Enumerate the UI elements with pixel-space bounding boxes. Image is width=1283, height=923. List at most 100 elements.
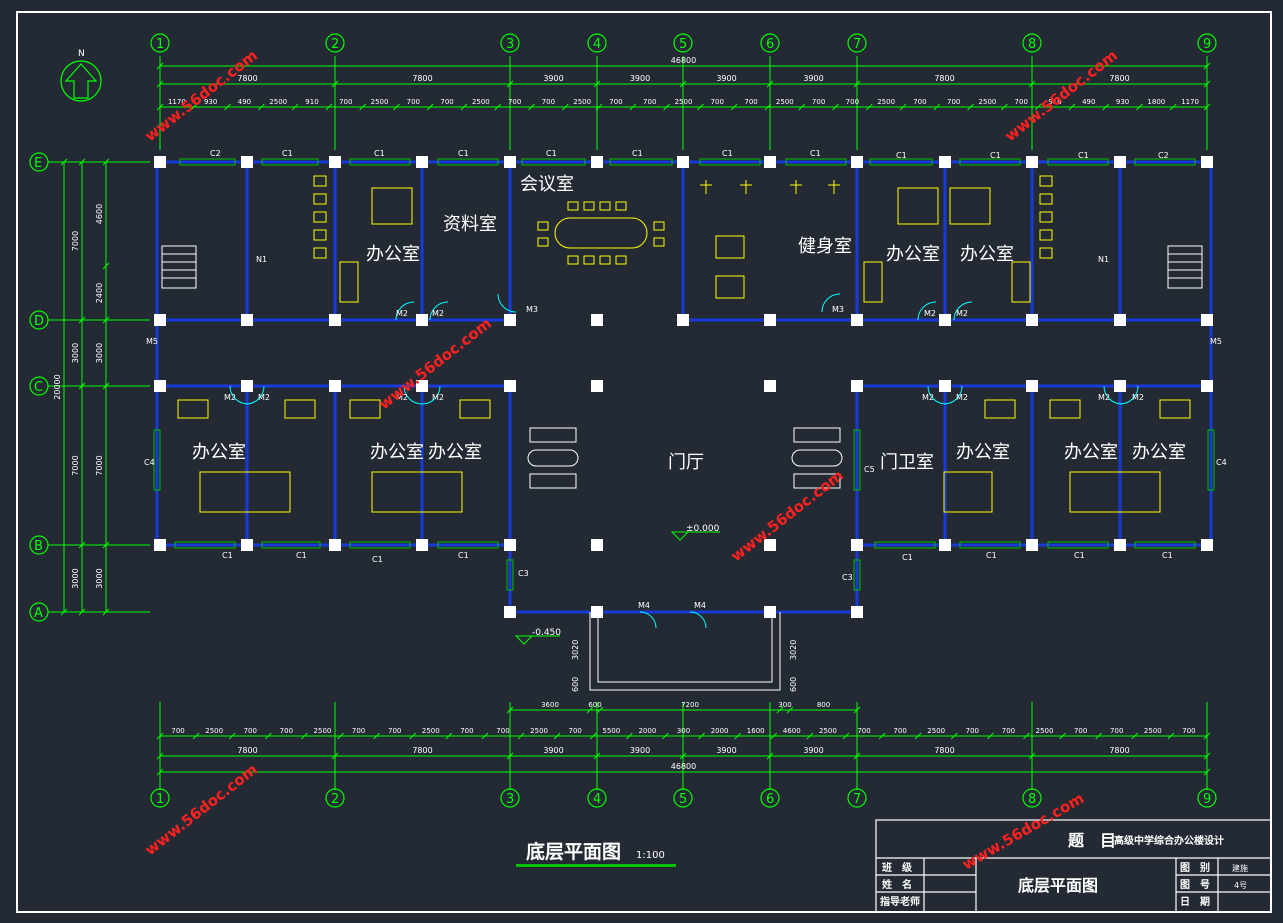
dim-top-detail-label: 490: [238, 98, 251, 106]
window-label: C1: [632, 149, 643, 158]
desk-icon: [371, 187, 413, 225]
axis-bubble: [673, 788, 693, 808]
desk-icon: [199, 471, 291, 513]
furniture: [177, 175, 1191, 513]
dim-top-detail-tick: [865, 103, 873, 111]
column: [939, 380, 951, 392]
column: [1114, 314, 1126, 326]
dim-bottom-detail-label: 700: [569, 727, 582, 735]
dim-left-inner-label: 4600: [95, 204, 104, 224]
window-label: C1: [810, 149, 821, 158]
dim-bottom-bays-label: 7800: [412, 746, 432, 755]
meeting-table-icon: [554, 217, 648, 249]
window-label: C2: [1158, 151, 1169, 160]
dim-top-bays-tick: [593, 80, 601, 88]
elevation-marker-icon: -0.450: [514, 628, 561, 645]
column: [329, 156, 341, 168]
dim-bottom-detail-label: 700: [496, 727, 509, 735]
dim-top-detail-tick: [967, 103, 974, 111]
dim-bottom-detail-label: 700: [1182, 727, 1195, 735]
title-block-date-label: 日 期: [1180, 895, 1210, 908]
dim-top-detail-label: 700: [947, 98, 960, 106]
door-label: M2: [1098, 393, 1110, 402]
dim-bottom-bays-tick: [593, 752, 601, 760]
dim-top-detail-label: 700: [812, 98, 825, 106]
column: [241, 380, 253, 392]
column: [764, 380, 776, 392]
window-north: [179, 158, 236, 166]
dim-top-detail-label: 2500: [776, 98, 794, 106]
dim-top-detail-tick: [426, 103, 434, 111]
column: [939, 156, 951, 168]
sofa-icon: [459, 399, 491, 419]
dim-bottom-detail-tick: [337, 732, 344, 740]
door-label: M4: [694, 601, 706, 610]
door-label: M2: [1132, 393, 1144, 402]
floor-elevation: ±0.000: [686, 524, 720, 534]
dim-top-detail-label: 700: [913, 98, 926, 106]
column: [241, 314, 253, 326]
dim-bottom-detail-label: 700: [244, 727, 257, 735]
column: [1114, 539, 1126, 551]
dim-top-detail-label: 700: [744, 98, 757, 106]
column: [241, 156, 253, 168]
window-label: C1: [458, 551, 469, 560]
dim-bottom-mid-tick: [506, 706, 514, 714]
dim-top-bays-label: 3900: [630, 74, 650, 83]
window-south: [1047, 541, 1109, 549]
axis-label-9: 9: [1203, 792, 1211, 807]
window-south: [959, 541, 1021, 549]
window-label: C4: [1216, 458, 1227, 467]
dim-bottom-detail-label: 700: [857, 727, 870, 735]
dim-bottom-detail-tick: [1131, 732, 1139, 740]
column: [591, 380, 603, 392]
window-guard: [853, 429, 861, 491]
room-office-s2: 办公室: [370, 442, 424, 463]
entrance-dim: 3020: [571, 640, 580, 660]
column: [504, 539, 516, 551]
dim-top-detail-label: 2500: [675, 98, 693, 106]
dim-top-detail-tick: [595, 103, 603, 111]
window-north: [437, 158, 499, 166]
dim-left-inner-tick: [102, 158, 110, 166]
dim-bottom-detail-tick: [914, 732, 922, 740]
window-label: C1: [902, 553, 913, 562]
dim-top-bays-label: 3900: [543, 74, 563, 83]
axis-label-7: 7: [853, 37, 861, 52]
stair-icon: [161, 245, 197, 289]
column: [504, 380, 516, 392]
column: [1026, 156, 1038, 168]
column: [764, 539, 776, 551]
column: [154, 156, 166, 168]
window-label: C3: [518, 569, 529, 578]
sofa-icon: [1011, 261, 1031, 303]
column: [416, 156, 428, 168]
axis-label-2: 2: [331, 792, 339, 807]
column: [1026, 539, 1038, 551]
dim-top-detail-tick: [933, 103, 941, 111]
dim-top-bays-tick: [331, 80, 339, 88]
window-label: C2: [210, 149, 221, 158]
stairs: [161, 245, 1203, 289]
dim-top-detail-tick: [460, 103, 468, 111]
window-label: C1: [896, 151, 907, 160]
dim-bottom-bays-tick: [766, 752, 774, 760]
north-arrow-icon: N: [60, 49, 102, 102]
axis-bubble: [1022, 788, 1042, 808]
dim-top-detail-label: 700: [508, 98, 521, 106]
dim-left-inner-label: 3000: [95, 568, 104, 588]
window-label: C1: [372, 555, 383, 564]
column: [1201, 314, 1213, 326]
drawing-frame: [16, 11, 1272, 913]
lobby-sofas: [527, 427, 843, 489]
dim-left-inner-tick: [102, 541, 110, 549]
dim-bottom-mid-tick: [586, 706, 594, 714]
window-north: [349, 158, 411, 166]
door-label: N1: [1098, 255, 1109, 264]
dim-bottom-detail-tick: [1023, 732, 1030, 740]
axis-label-1: 1: [156, 37, 164, 52]
door-label: M5: [146, 337, 158, 346]
column: [1026, 380, 1038, 392]
